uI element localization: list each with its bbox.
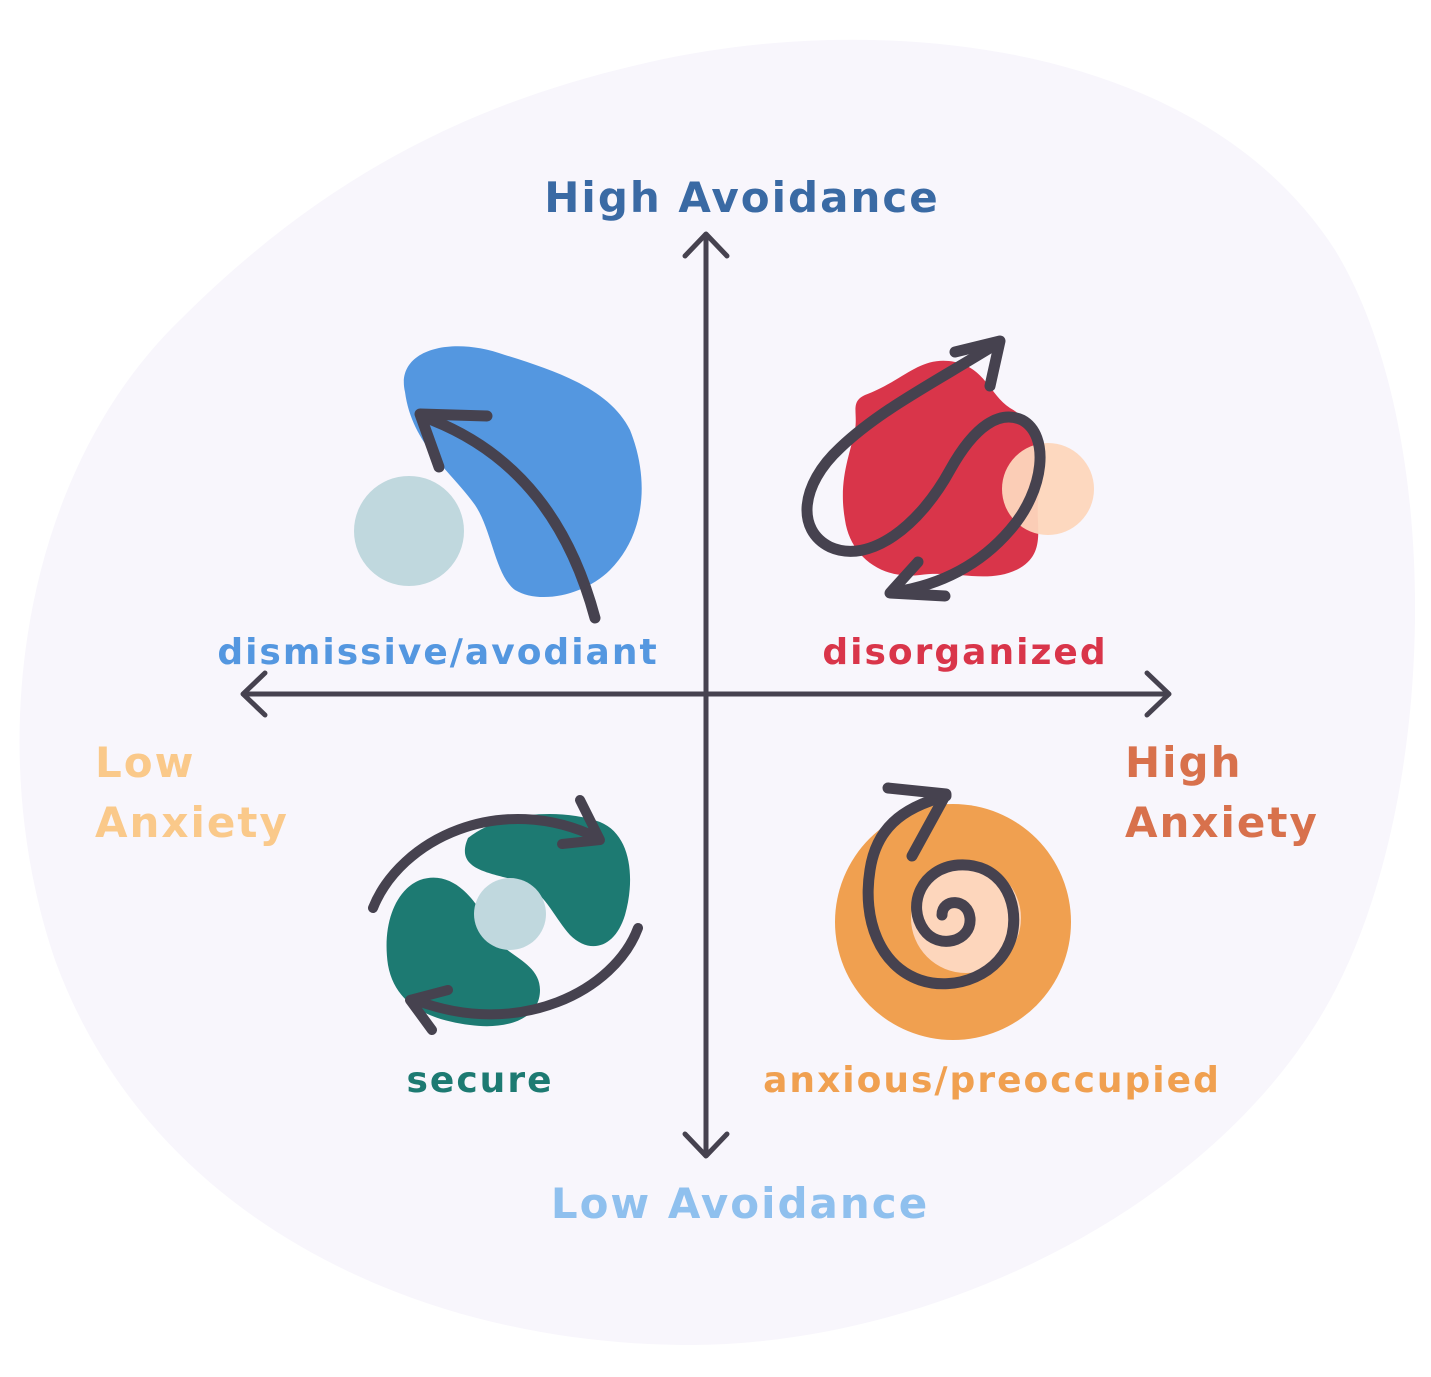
tangled-arrow-head-up <box>949 335 1006 392</box>
quadrant-label-secure: secure <box>407 1060 554 1101</box>
blob-arrow-icon <box>354 346 642 624</box>
axis-label-high-anxiety-line2: Anxiety <box>1125 798 1319 847</box>
axis-label-low-anxiety-line2: Anxiety <box>95 798 289 847</box>
spiral-arrow-icon <box>835 782 1071 1040</box>
quadrant-label-anxious: anxious/preoccupied <box>763 1060 1221 1101</box>
arrow-down-icon <box>682 1131 730 1159</box>
quadrant-label-dismissive: dismissive/avodiant <box>217 632 658 673</box>
cycle-arrows-icon <box>368 795 643 1035</box>
cycle-arrow-top <box>368 813 603 913</box>
quadrant-label-disorganized: disorganized <box>822 632 1107 673</box>
cycle-arrow-bottom <box>410 923 643 1020</box>
tangled-arrow-icon <box>801 335 1094 602</box>
teal-blob-upper <box>464 814 631 947</box>
tangled-arrow-head-down <box>884 556 951 602</box>
curved-arrow-shaft <box>426 414 601 624</box>
arrow-left-icon <box>240 670 268 718</box>
pale-blue-circle <box>354 476 464 586</box>
tangled-arrow-shaft <box>801 337 1046 598</box>
spiral-arrow-shaft <box>862 790 1020 990</box>
spiral-arrow-head <box>882 782 952 862</box>
arrow-right-icon <box>1144 670 1172 718</box>
blue-blob <box>403 346 642 598</box>
cycle-arrow-bottom-head <box>405 985 453 1035</box>
teal-blob-lower <box>386 877 540 1027</box>
axis-label-low-anxiety-line1: Low <box>95 738 195 787</box>
curved-arrow-head <box>414 408 493 473</box>
axis-label-high-avoidance: High Avoidance <box>544 173 939 222</box>
axis-label-low-avoidance: Low Avoidance <box>551 1179 929 1228</box>
cycle-arrow-top-head <box>557 795 605 849</box>
pale-blue-circle <box>474 878 546 950</box>
axis-label-high-anxiety-line1: High <box>1125 738 1243 787</box>
arrow-up-icon <box>682 231 730 259</box>
axes <box>240 231 1172 1159</box>
